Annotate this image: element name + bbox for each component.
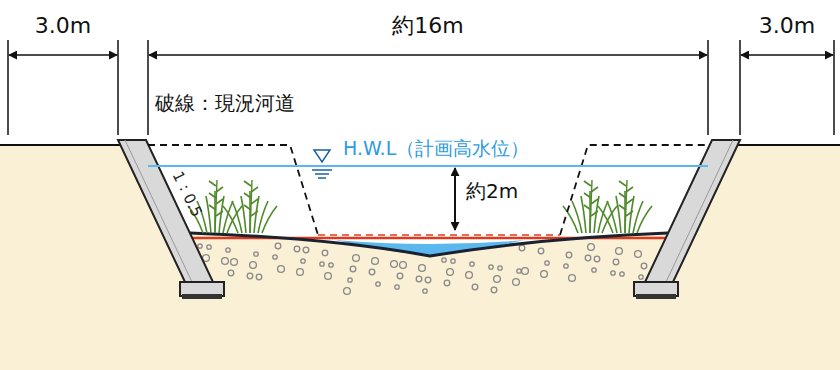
bed-line bbox=[190, 233, 668, 256]
retaining-wall bbox=[634, 140, 740, 299]
existing-bed bbox=[318, 234, 560, 236]
water-level-symbol bbox=[312, 150, 332, 178]
ground-line bbox=[0, 144, 122, 146]
dimension-label: 約2m bbox=[466, 180, 518, 202]
note-label: 破線：現況河道 bbox=[155, 92, 295, 114]
dimension-label: 3.0m bbox=[35, 14, 91, 38]
vegetation bbox=[188, 180, 652, 233]
water-level-label: H.W.L（計画高水位） bbox=[343, 138, 529, 159]
dimension-lines bbox=[8, 40, 834, 135]
dimension-label: 約16m bbox=[392, 14, 463, 38]
ground-line bbox=[736, 144, 840, 146]
depth-dimension bbox=[454, 168, 456, 230]
dimension-label: 3.0m bbox=[759, 14, 815, 38]
hwl-line bbox=[148, 165, 708, 167]
gravel bbox=[198, 243, 647, 294]
retaining-wall bbox=[118, 140, 224, 299]
